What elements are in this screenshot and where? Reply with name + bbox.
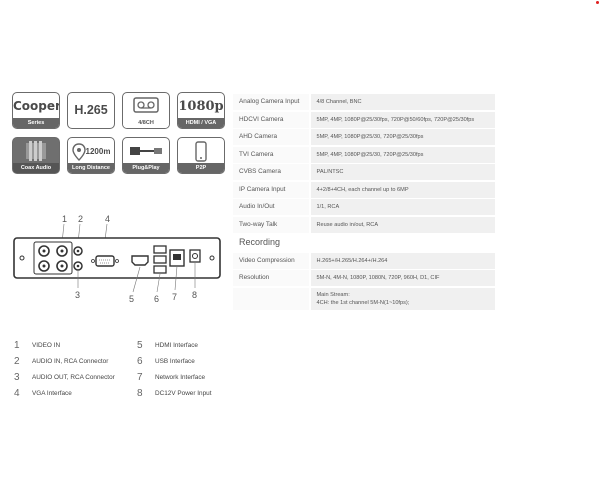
spec-label: HDCVI Camera <box>233 111 309 128</box>
callout-8: 8 <box>192 290 197 300</box>
badge-footer: 4/8CH <box>123 118 169 128</box>
legend-item: 5 HDMI Interface <box>137 339 198 353</box>
legend-item: 3 AUDIO OUT, RCA Connector <box>14 371 115 385</box>
legend-num: 6 <box>137 356 143 367</box>
legend-item: 8 DC12V Power Input <box>137 387 211 401</box>
red-dot <box>596 1 599 4</box>
legend-num: 5 <box>137 340 143 351</box>
spec-value: Main Stream: 4CH: the 1st channel 5M-N(1… <box>310 287 495 310</box>
legend-num: 1 <box>14 340 20 351</box>
spec-value: 5M-N, 4M-N, 1080P, 1080N, 720P, 960H, D1… <box>310 270 495 286</box>
location-pin-icon <box>72 143 86 161</box>
callout-5: 5 <box>129 294 134 304</box>
spec-value: 4/8 Channel, BNC <box>310 94 495 110</box>
spec-value: 1/1, RCA <box>310 199 495 215</box>
badge-footer: Coax Audio <box>13 163 59 173</box>
plug-icon <box>130 147 162 155</box>
badge-h265: H.265 <box>67 92 115 129</box>
spec-value: PAL/NTSC <box>310 164 495 180</box>
legend-item: 6 USB Interface <box>137 355 195 369</box>
legend-label: Network Interface <box>155 374 206 381</box>
spec-value: Reuse audio in/out, RCA <box>310 216 495 233</box>
badge-footer: Long Distance <box>68 163 114 173</box>
callout-1: 1 <box>62 214 67 224</box>
legend-item: 2 AUDIO IN, RCA Connector <box>14 355 108 369</box>
legend-num: 3 <box>14 372 20 383</box>
callout-6: 6 <box>154 294 159 304</box>
spec-label: Audio In/Out <box>233 199 309 215</box>
spec-label: Video Compression <box>233 252 309 269</box>
badge-cooper: Cooper Series <box>12 92 60 129</box>
legend-label: USB Interface <box>155 358 195 365</box>
legend-label: AUDIO OUT, RCA Connector <box>32 374 115 381</box>
spec-label: TVI Camera <box>233 146 309 163</box>
badge-title: 1200m <box>85 147 111 156</box>
legend-label: AUDIO IN, RCA Connector <box>32 358 109 365</box>
spec-label: AHD Camera <box>233 129 309 145</box>
legend-item: 7 Network Interface <box>137 371 205 385</box>
callout-4: 4 <box>105 214 110 224</box>
callout-2: 2 <box>78 214 83 224</box>
badge-long-distance: 1200m Long Distance <box>67 137 115 174</box>
spec-value: H.265+/H.265/H.264+/H.264 <box>310 252 495 269</box>
spec-value: 5MP, 4MP, 1080P@25/30, 720P@25/30fps <box>310 129 495 145</box>
badge-footer: Plug&Play <box>123 163 169 173</box>
main-stream-title: Main Stream: <box>316 291 350 298</box>
spec-value: 5MP, 4MP, 1080P@25/30fps, 720P@50/60fps,… <box>310 111 495 128</box>
legend-num: 2 <box>14 356 20 367</box>
legend-label: HDMI Interface <box>155 342 198 349</box>
spec-label: Two-way Talk <box>233 216 309 233</box>
badge-footer: Series <box>13 118 59 128</box>
badge-footer: HDMI / VGA <box>178 118 224 128</box>
spec-value: 4+2/8+4CH, each channel up to 6MP <box>310 181 495 198</box>
spec-row-main-stream: Main Stream: 4CH: the 1st channel 5M-N(1… <box>233 287 495 310</box>
badge-1080p: 1080p HDMI / VGA <box>177 92 225 129</box>
badge-title: H.265 <box>74 103 108 117</box>
spec-value: 5MP, 4MP, 1080P@25/30, 720P@25/30fps <box>310 146 495 163</box>
badge-p2p: P2P <box>177 137 225 174</box>
spec-label: Resolution <box>233 270 309 286</box>
dvr-chassis <box>13 237 221 279</box>
legend-num: 4 <box>14 388 20 399</box>
phone-icon <box>195 141 207 162</box>
rear-panel-diagram: 1 2 4 3 5 6 7 8 <box>13 214 221 304</box>
badge-4-8ch: 4/8CH <box>122 92 170 129</box>
legend-label: VGA Interface <box>32 390 72 397</box>
tape-icon <box>133 97 159 113</box>
badge-title: Cooper <box>13 99 60 113</box>
callout-7: 7 <box>172 292 177 302</box>
main-stream-detail: 4CH: the 1st channel 5M-N(1~10fps); <box>316 299 410 306</box>
badge-title: 1080p <box>178 99 224 114</box>
coax-icon <box>26 141 46 161</box>
badge-footer: P2P <box>178 163 224 173</box>
section-heading-recording: Recording <box>239 237 281 247</box>
legend-num: 7 <box>137 372 143 383</box>
spec-label <box>233 287 309 310</box>
spec-label: Analog Camera Input <box>233 94 309 110</box>
legend-label: DC12V Power Input <box>155 390 212 397</box>
legend-num: 8 <box>137 388 143 399</box>
legend-item: 4 VGA Interface <box>14 387 72 401</box>
badge-plug-play: Plug&Play <box>122 137 170 174</box>
spec-label: IP Camera Input <box>233 181 309 198</box>
callout-3: 3 <box>75 290 80 300</box>
spec-label: CVBS Camera <box>233 164 309 180</box>
legend-label: VIDEO IN <box>32 342 61 349</box>
badge-coax-audio: Coax Audio <box>12 137 60 174</box>
legend-item: 1 VIDEO IN <box>14 339 60 353</box>
